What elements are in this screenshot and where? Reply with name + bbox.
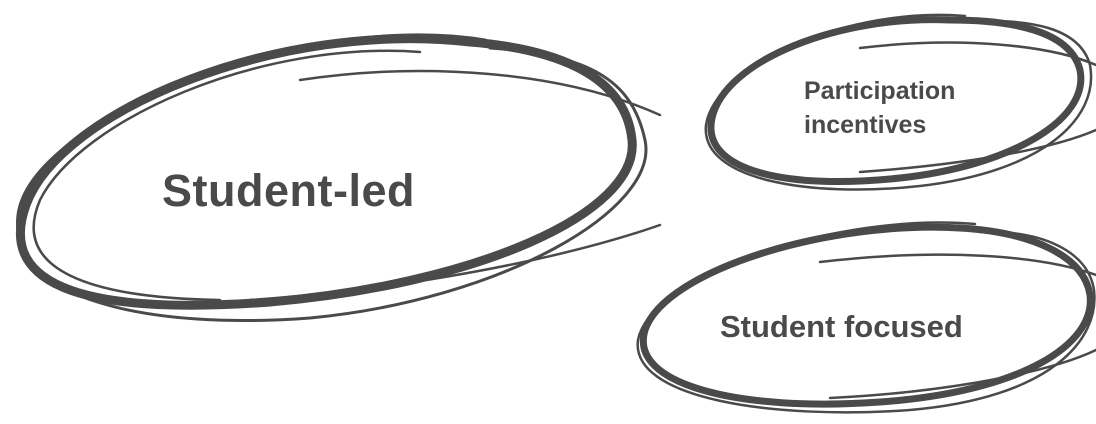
label-participation-incentives: Participation incentives — [804, 74, 955, 142]
label-line: incentives — [804, 108, 955, 142]
label-student-focused: Student focused — [720, 309, 963, 345]
label-student-led: Student-led — [162, 165, 415, 217]
label-line: Participation — [804, 74, 955, 108]
